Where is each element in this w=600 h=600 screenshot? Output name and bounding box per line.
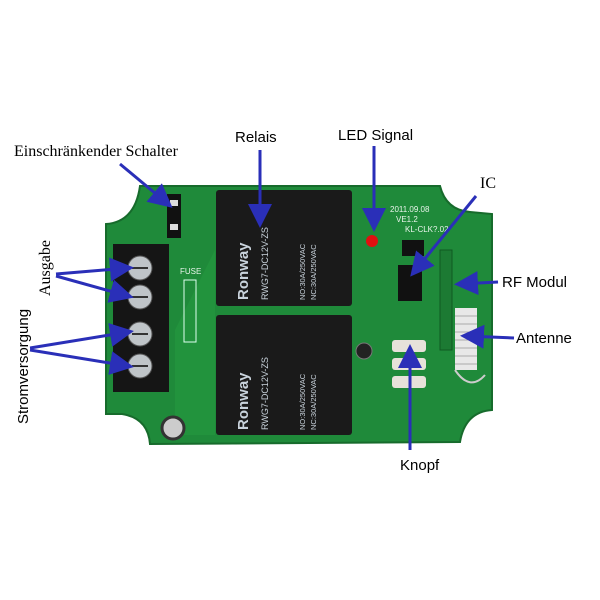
fuse-outline bbox=[183, 279, 197, 343]
relay-nc-rating: NC:30A/250VAC bbox=[309, 244, 318, 300]
ic-main bbox=[398, 265, 422, 301]
board-version: VE1.2 bbox=[396, 215, 418, 224]
limit-switch-jumper bbox=[167, 194, 181, 238]
relay-nc-rating: NC:30A/250VAC bbox=[309, 374, 318, 430]
rf-module bbox=[439, 249, 453, 351]
relay-no-rating: NO:30A/250VAC bbox=[298, 373, 307, 430]
relay-brand: Ronway bbox=[235, 372, 252, 430]
arrow-output-2 bbox=[55, 274, 134, 303]
label-led: LED Signal bbox=[338, 127, 413, 144]
label-ic: IC bbox=[480, 175, 496, 192]
capacitor bbox=[355, 342, 373, 360]
relay-model: RWG7-DC12V-ZS bbox=[260, 357, 270, 430]
arrow-power-1 bbox=[29, 323, 134, 350]
label-button: Knopf bbox=[400, 457, 440, 474]
label-rf-module: RF Modul bbox=[502, 274, 567, 291]
relay-top: Ronway RWG7-DC12V-ZS NO:30A/250VAC NC:30… bbox=[216, 190, 352, 306]
capacitor bbox=[160, 415, 186, 441]
label-switch: Einschränkender Schalter bbox=[14, 143, 179, 160]
arrow-output-1 bbox=[55, 257, 134, 282]
board-date: 2011.09.08 bbox=[390, 205, 430, 214]
arrow-power-2 bbox=[29, 348, 134, 375]
arrow-ic bbox=[410, 195, 478, 277]
relay-brand: Ronway bbox=[235, 242, 252, 300]
label-power: Stromversorgung bbox=[15, 309, 32, 424]
relay-no-rating: NO:30A/250VAC bbox=[298, 243, 307, 300]
ic-u3 bbox=[402, 240, 424, 256]
label-output: Ausgabe bbox=[37, 240, 54, 296]
led bbox=[366, 235, 378, 247]
label-relay: Relais bbox=[235, 129, 277, 146]
arrow-rf bbox=[454, 271, 499, 296]
relay-bottom: Ronway RWG7-DC12V-ZS NO:30A/250VAC NC:30… bbox=[216, 315, 352, 435]
board-model: KL-CLK?.02 bbox=[405, 225, 449, 234]
terminal-block bbox=[113, 244, 169, 392]
fuse-label: FUSE bbox=[180, 267, 201, 276]
label-antenna: Antenne bbox=[516, 330, 572, 347]
arrow-switch bbox=[119, 162, 173, 208]
arrow-antenna bbox=[460, 324, 515, 349]
relay-model: RWG7-DC12V-ZS bbox=[260, 227, 270, 300]
